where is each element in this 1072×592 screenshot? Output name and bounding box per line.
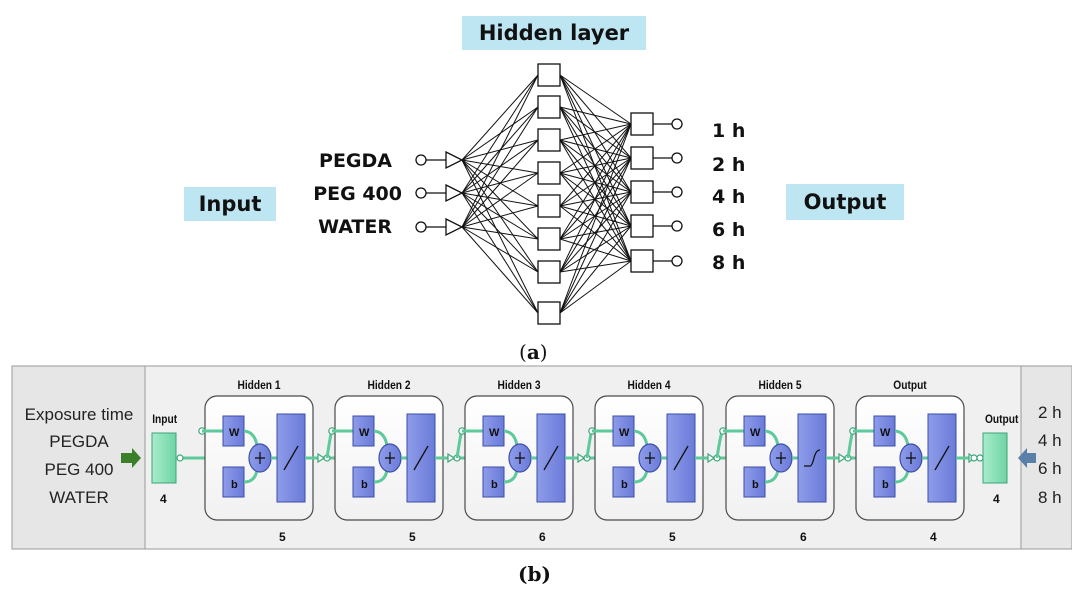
- hidden-layer-title: Hidden layer: [462, 16, 646, 50]
- output-block-size: 4: [993, 492, 1000, 506]
- output-label: Output: [786, 184, 904, 220]
- output-node-2: [671, 186, 683, 198]
- output-node-3: [671, 220, 683, 232]
- sigmoid-icon: [804, 449, 821, 467]
- input-label: Input: [184, 187, 276, 221]
- output-block-title: Output: [984, 412, 1019, 426]
- input-pegda-label: PEGDA: [319, 150, 392, 172]
- input-fanout-0: [445, 150, 464, 170]
- input-block: [151, 432, 177, 484]
- right-output-8h-label: 8 h: [1038, 488, 1062, 507]
- hidden-neuron-6: [537, 260, 561, 284]
- weight-label: W: [229, 427, 240, 439]
- layer-title-3: Hidden 3: [497, 378, 541, 392]
- bias-label: b: [621, 479, 628, 491]
- weight-label: W: [750, 427, 761, 439]
- hidden-neuron-5: [537, 227, 561, 251]
- left-input-water-label: WATER: [49, 488, 109, 507]
- linear-icon: [283, 445, 299, 471]
- output-node-1: [671, 152, 683, 164]
- right-output-4h-label: 4 h: [1038, 431, 1062, 450]
- input-block-size: 4: [160, 492, 167, 506]
- output-block: [982, 432, 1008, 484]
- linear-icon: [934, 445, 950, 471]
- weight-label: W: [880, 427, 891, 439]
- hidden-neuron-4: [537, 194, 561, 218]
- output-arrow: [1018, 448, 1036, 468]
- output-6h-label: 6 h: [712, 219, 746, 241]
- hidden-neuron-0: [537, 63, 561, 87]
- linear-icon: [673, 445, 689, 471]
- layer-block-6: Wb: [849, 395, 984, 521]
- output-2h-label: 2 h: [712, 154, 746, 176]
- layer-block-1: Wb: [198, 395, 335, 521]
- bias-label: b: [491, 479, 498, 491]
- weight-label: W: [359, 427, 370, 439]
- input-water-label: WATER: [318, 216, 392, 238]
- left-input-peg400-label: PEG 400: [44, 460, 114, 479]
- output-node-0: [671, 118, 683, 130]
- layer-neurons-6: 4: [930, 530, 937, 544]
- layer-neurons-4: 5: [669, 530, 676, 544]
- layer-title-6: Output: [893, 378, 927, 392]
- layer-neurons-1: 5: [279, 530, 286, 544]
- bias-label: b: [231, 479, 238, 491]
- layer-neurons-5: 6: [800, 530, 807, 544]
- left-input-pegda-label: PEGDA: [49, 432, 109, 451]
- layer-block-5: Wb: [719, 395, 856, 521]
- linear-icon: [543, 445, 559, 471]
- input-block-title: Input: [152, 412, 178, 426]
- bias-label: b: [882, 479, 889, 491]
- hidden-neuron-3: [537, 161, 561, 185]
- layer-block-4: Wb: [588, 395, 726, 521]
- layer-neurons-3: 6: [539, 530, 546, 544]
- input-fanout-1: [445, 183, 464, 203]
- hidden-neuron-1: [537, 95, 561, 119]
- right-output-2h-label: 2 h: [1038, 403, 1062, 422]
- activation-block: [797, 413, 827, 503]
- neural-network-diagram-a: [415, 63, 683, 325]
- hidden-neuron-2: [537, 128, 561, 152]
- layer-neurons-2: 5: [409, 530, 416, 544]
- bias-label: b: [752, 479, 759, 491]
- output-8h-label: 8 h: [712, 252, 746, 274]
- output-1h-label: 1 h: [712, 120, 746, 142]
- layer-title-5: Hidden 5: [758, 378, 802, 392]
- left-input-exposure-label: Exposure time: [24, 405, 134, 424]
- input-arrow: [121, 448, 141, 468]
- input-fanout-2: [445, 217, 464, 237]
- caption-b: (b): [518, 562, 551, 586]
- input-peg400-label: PEG 400: [313, 183, 402, 205]
- output-node-4: [671, 255, 683, 267]
- caption-a: (a): [519, 340, 548, 364]
- bias-label: b: [361, 479, 368, 491]
- layer-title-4: Hidden 4: [627, 378, 671, 392]
- weight-label: W: [619, 427, 630, 439]
- weight-label: W: [489, 427, 500, 439]
- hidden-connections: [461, 74, 632, 314]
- linear-icon: [413, 445, 429, 471]
- layer-block-2: Wb: [328, 395, 465, 521]
- layer-title-1: Hidden 1: [237, 378, 281, 392]
- network-nodes: [415, 63, 683, 325]
- output-4h-label: 4 h: [712, 186, 746, 208]
- right-output-6h-label: 6 h: [1038, 459, 1062, 478]
- layer-title-2: Hidden 2: [367, 378, 411, 392]
- hidden-neuron-7: [537, 301, 561, 325]
